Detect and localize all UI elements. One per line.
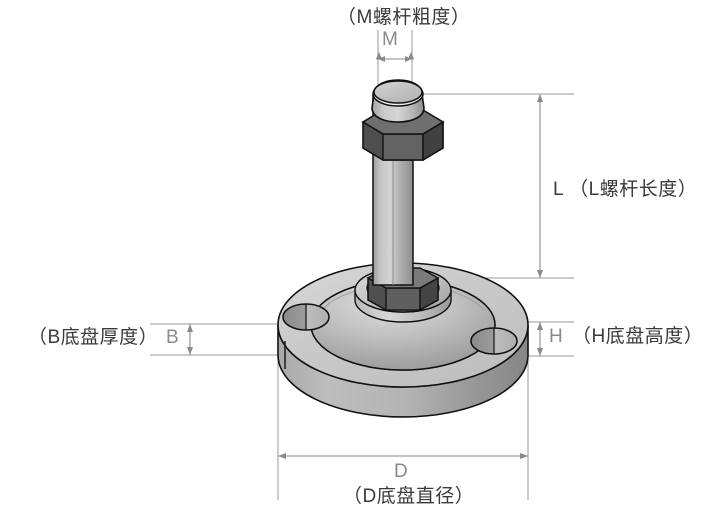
dim-arrow-H-top [537, 322, 543, 330]
label-B-letter: B [166, 327, 180, 348]
dim-arrow-L-top [537, 94, 543, 102]
extension-lines [150, 30, 574, 500]
label-H-caption: （H底盘高度） [572, 326, 704, 347]
label-H-letter: H [549, 326, 564, 347]
label-D-caption: （D底盘直径） [343, 486, 475, 507]
label-L-caption: L （L螺杆长度） [553, 179, 698, 200]
dim-arrow-D-right [520, 453, 528, 459]
label-M-caption: （M螺杆粗度） [337, 7, 471, 28]
lower-nut-front-face [385, 287, 421, 311]
mounting-hole-left [282, 303, 330, 331]
mounting-hole-right [470, 327, 518, 355]
label-B-caption: （B底盘厚度） [28, 327, 159, 348]
upper-nut-front-face [382, 133, 424, 161]
dim-arrow-D-left [278, 453, 286, 459]
label-D-letter: D [394, 461, 409, 482]
dim-arrow-L-bottom [537, 270, 543, 278]
dim-arrow-B-top [187, 324, 193, 332]
dim-arrow-B-bottom [187, 347, 193, 355]
leveling-foot-object [277, 79, 529, 418]
dimension-lines [187, 52, 543, 459]
label-M-letter: M [382, 29, 399, 50]
screw-cap [371, 79, 425, 123]
cap-top-face [373, 80, 423, 104]
dim-arrow-H-bottom [537, 348, 543, 356]
